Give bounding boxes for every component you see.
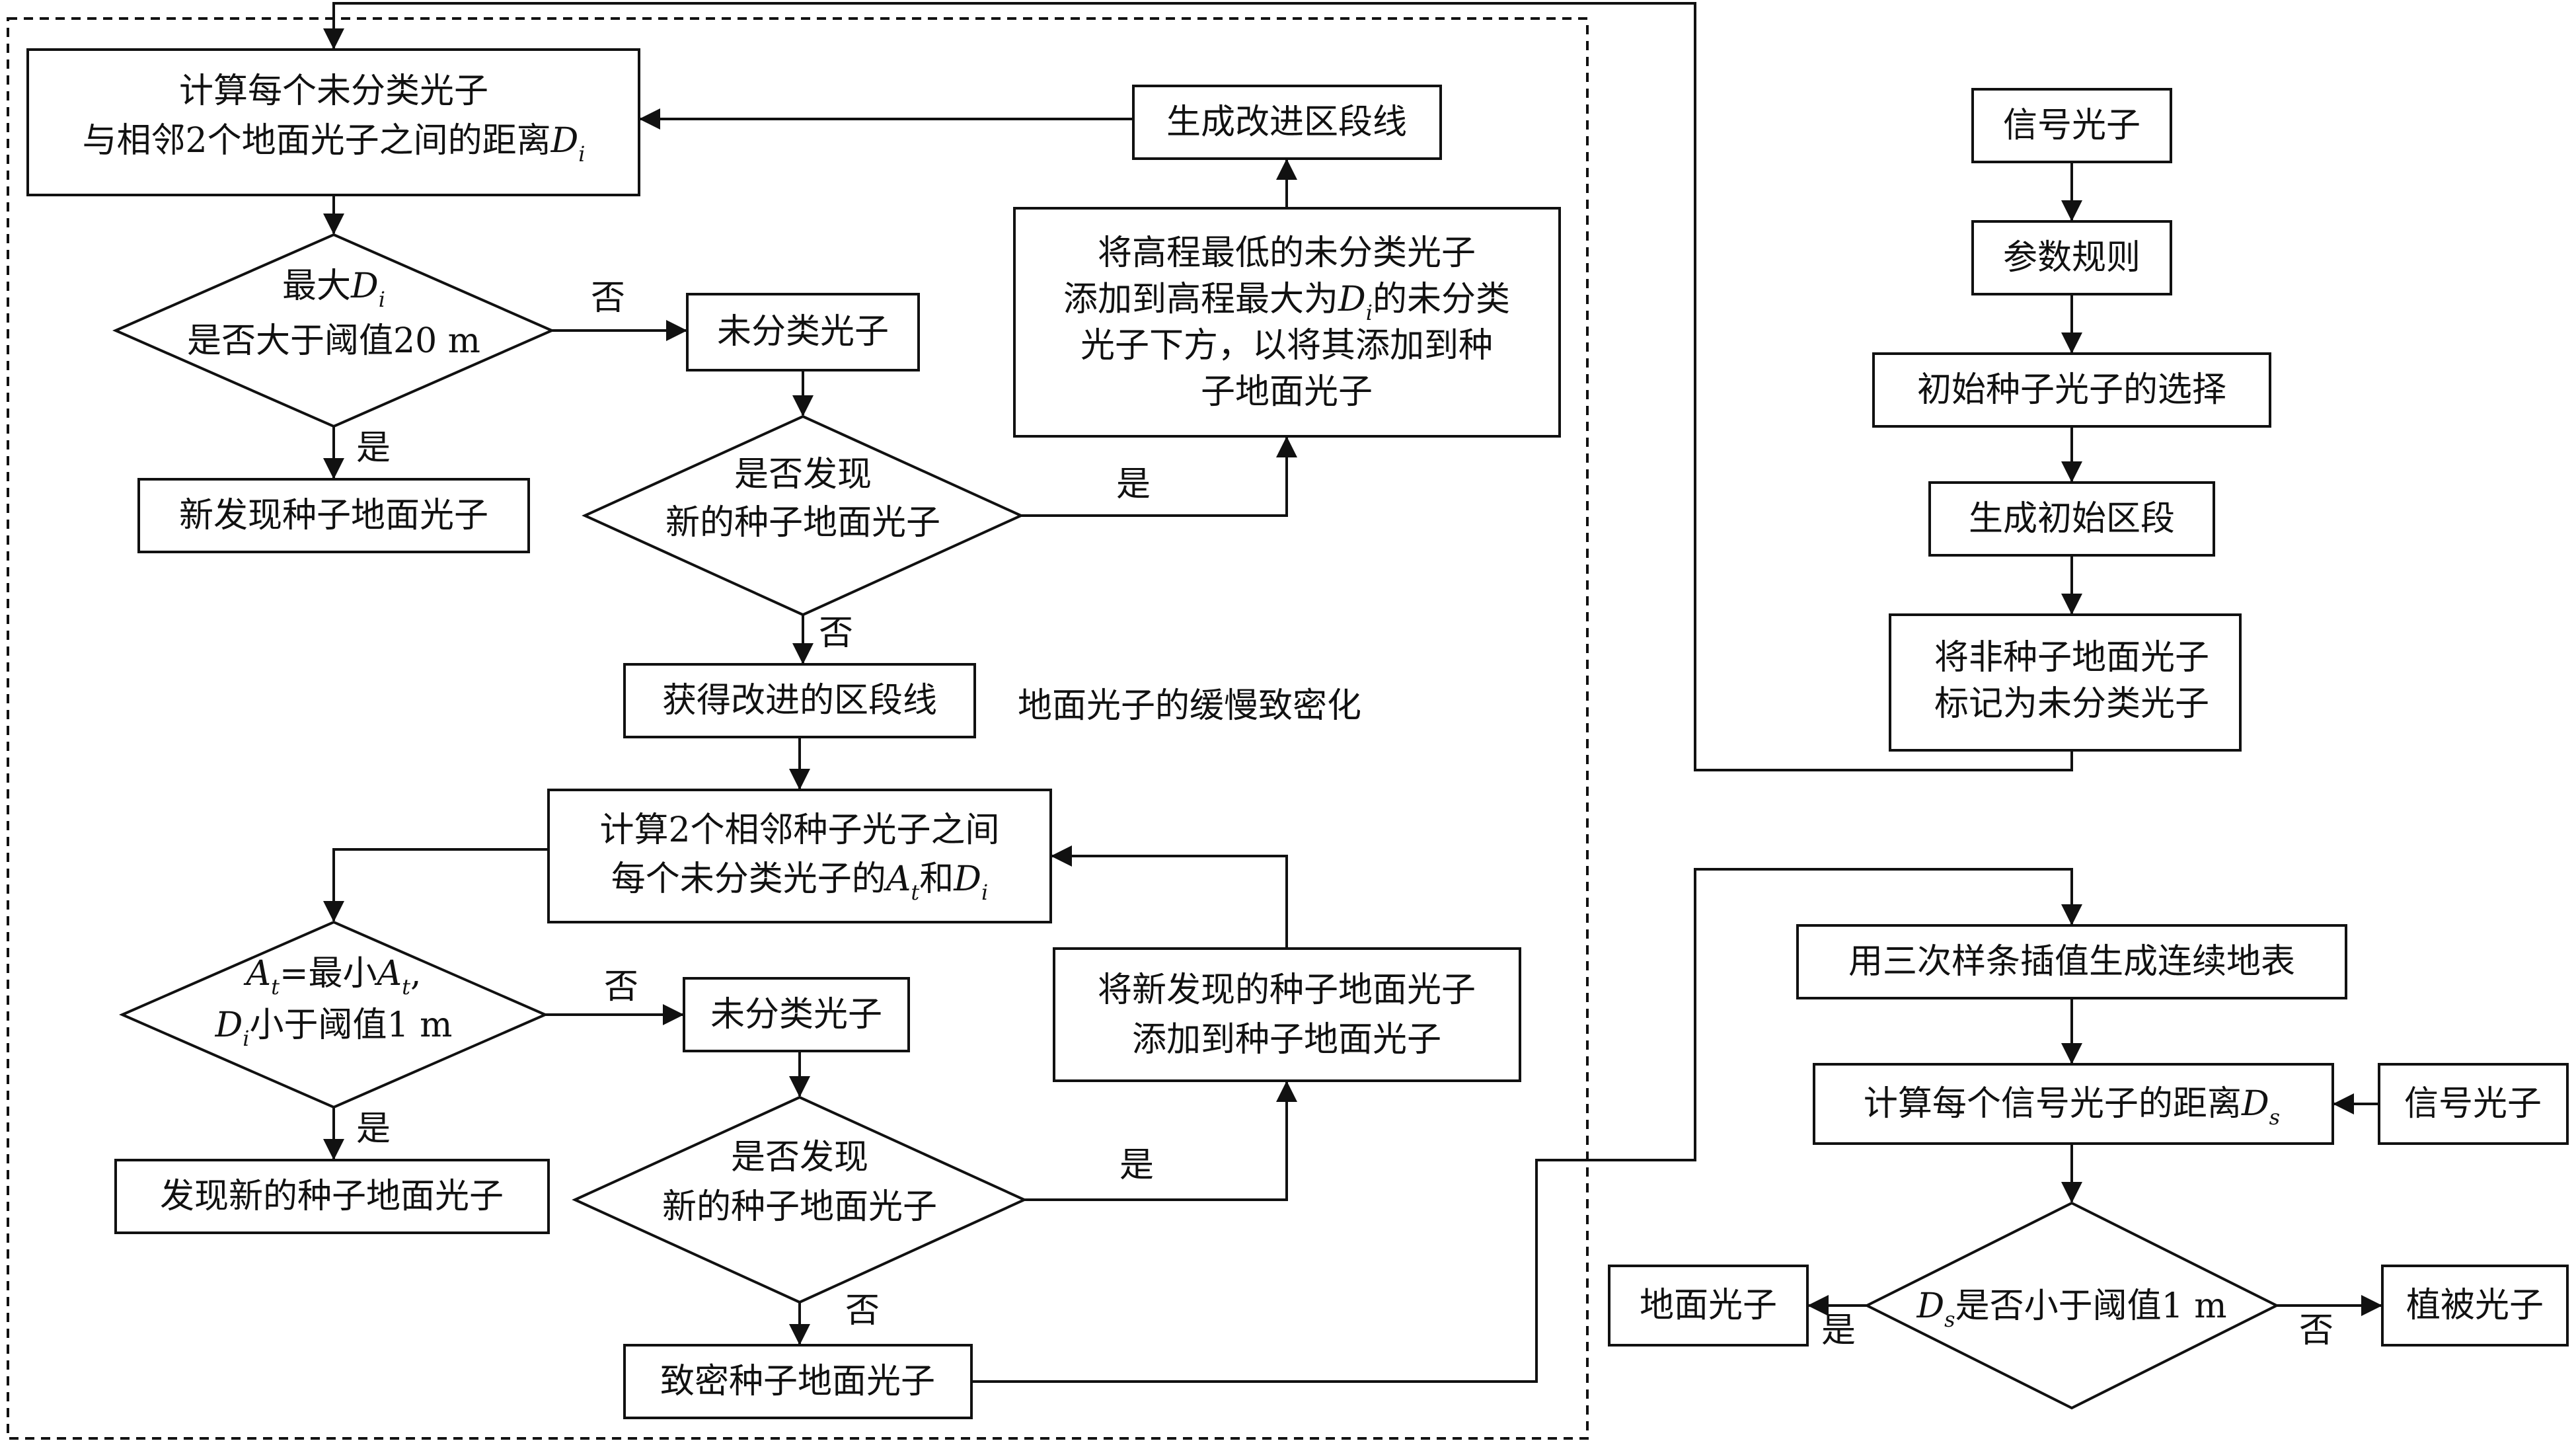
edge-add-to-calc-2 bbox=[1051, 845, 1288, 949]
stage1-found-line2: 新的种子地面光子 bbox=[665, 503, 940, 543]
ground-photon-label: 地面光子 bbox=[1640, 1286, 1777, 1325]
stage1-calc-line2: 与相邻2个地面光子之间的距离Di bbox=[82, 121, 585, 167]
edge-found-yes-to-add bbox=[1021, 436, 1297, 517]
stage1-add-line2: 添加到高程最大为Di的未分类 bbox=[1063, 280, 1510, 325]
dashed-loop-frame bbox=[7, 17, 1589, 1440]
stage1-found-no-label: 否 bbox=[819, 613, 853, 653]
stage2-yes-label: 是 bbox=[356, 1109, 391, 1149]
stage2-found-line1: 是否发现 bbox=[731, 1138, 868, 1177]
stage2-new-seed-label: 发现新的种子地面光子 bbox=[160, 1177, 504, 1216]
stage2-add-line1: 将新发现的种子地面光子 bbox=[1098, 970, 1476, 1010]
mark-unclassified-box bbox=[1889, 613, 2242, 752]
stage1-no-label: 否 bbox=[591, 278, 625, 318]
mark-unclassified-line1: 将非种子地面光子 bbox=[1934, 638, 2209, 678]
stage1-found-yes-label: 是 bbox=[1116, 465, 1151, 504]
stage2-no-label: 否 bbox=[604, 967, 638, 1007]
signal-photon-box-2 bbox=[2378, 1063, 2569, 1145]
stage1-improved-line-label: 获得改进的区段线 bbox=[662, 681, 937, 721]
signal-photon-label-2: 信号光子 bbox=[2404, 1084, 2542, 1124]
spline-surface-box bbox=[1796, 924, 2347, 999]
stage2-unclassified-box bbox=[683, 977, 910, 1052]
vegetation-photon-label: 植被光子 bbox=[2406, 1286, 2544, 1325]
mark-unclassified-line2: 标记为未分类光子 bbox=[1934, 684, 2209, 724]
stage2-calc-line1: 计算2个相邻种子光子之间 bbox=[599, 810, 999, 850]
stage1-decision-line2: 是否大于阈值20 m bbox=[187, 321, 480, 361]
stage2-new-seed-box bbox=[114, 1159, 550, 1234]
stage1-calc-distance-box bbox=[26, 48, 640, 196]
stage1-add-line4: 子地面光子 bbox=[1201, 372, 1373, 412]
signal-photon-box bbox=[1971, 88, 2172, 163]
stage1-calc-line1: 计算每个未分类光子 bbox=[179, 71, 488, 111]
init-seed-label: 初始种子光子的选择 bbox=[1917, 370, 2226, 410]
stage2-found-no-label: 否 bbox=[845, 1291, 880, 1331]
stage2-dense-seed-label: 致密种子地面光子 bbox=[660, 1362, 935, 1401]
stage1-decision-line1: 最大Di bbox=[282, 266, 385, 312]
edge-found-yes-to-add-2 bbox=[1024, 1081, 1297, 1201]
stage2-dense-seed-box bbox=[623, 1344, 973, 1419]
init-segment-box bbox=[1928, 481, 2215, 557]
spline-surface-label: 用三次样条插值生成连续地表 bbox=[1848, 942, 2295, 982]
ground-photon-box bbox=[1608, 1265, 1809, 1347]
stage2-decision-line1: At=最小At, bbox=[244, 954, 422, 999]
ds-threshold-label: Ds是否小于阈值1 m bbox=[1916, 1286, 2226, 1332]
stage1-found-line1: 是否发现 bbox=[734, 455, 872, 494]
calc-ds-box bbox=[1813, 1063, 2334, 1145]
edge-calc-to-min-decision bbox=[323, 848, 549, 922]
stage1-new-seed-box bbox=[137, 478, 530, 553]
stage1-add-line1: 将高程最低的未分类光子 bbox=[1098, 233, 1476, 273]
calc-ds-label: 计算每个信号光子的距离Ds bbox=[1864, 1084, 2280, 1130]
stage1-unclassified-label: 未分类光子 bbox=[717, 312, 889, 352]
ds-no-label: 否 bbox=[2299, 1311, 2333, 1350]
stage2-calc-at-di-box bbox=[547, 789, 1052, 923]
edge-mark-to-stage1 bbox=[323, 2, 2073, 771]
ds-threshold-decision bbox=[1864, 1201, 2280, 1410]
ds-yes-label: 是 bbox=[1821, 1311, 1856, 1350]
stage1-new-seed-label: 新发现种子地面光子 bbox=[179, 496, 488, 535]
stage1-add-line3: 光子下方，以将其添加到种 bbox=[1080, 326, 1493, 366]
init-segment-label: 生成初始区段 bbox=[1969, 499, 2175, 539]
stage2-decision-line2: Di小于阈值1 m bbox=[215, 1005, 453, 1051]
stage1-yes-label: 是 bbox=[356, 428, 391, 468]
stage2-found-line2: 新的种子地面光子 bbox=[662, 1187, 937, 1227]
stage1-unclassified-box bbox=[686, 293, 920, 371]
signal-photon-label: 信号光子 bbox=[2003, 106, 2140, 145]
param-rule-label: 参数规则 bbox=[2003, 238, 2140, 278]
stage2-calc-line2: 每个未分类光子的At和Di bbox=[611, 859, 988, 905]
slow-densification-label: 地面光子的缓慢致密化 bbox=[1018, 686, 1361, 726]
stage2-add-line2: 添加到种子地面光子 bbox=[1132, 1020, 1441, 1060]
stage2-unclassified-label: 未分类光子 bbox=[710, 995, 882, 1035]
param-rule-box bbox=[1971, 220, 2172, 295]
stage2-found-yes-label: 是 bbox=[1119, 1146, 1154, 1185]
stage1-gen-line-label: 生成改进区段线 bbox=[1166, 102, 1407, 142]
edge-dense-to-spline bbox=[971, 868, 2082, 1383]
vegetation-photon-box bbox=[2381, 1265, 2569, 1347]
stage2-add-seed-box bbox=[1053, 947, 1521, 1082]
